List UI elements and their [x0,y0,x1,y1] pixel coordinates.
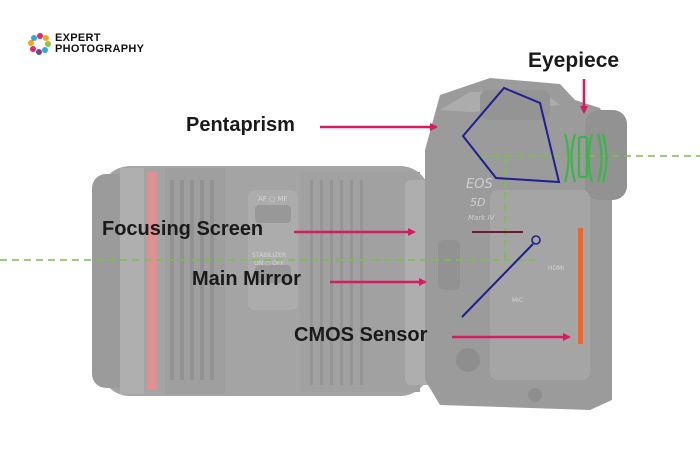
lens-af-text: AF ○ MF [258,195,287,203]
camera-eos-text: EOS [466,177,493,192]
lens-stabilizer-state-text: ON ○ OFF [254,260,284,267]
camera-mic-text: MIC [512,297,523,304]
logo-icon [28,33,51,55]
main-mirror-line [461,243,534,318]
camera-hdmi-text: HDMI [548,265,564,272]
logo-line-1: EXPERT [55,32,101,44]
lens-stabilizer-text: STABILIZER [252,252,286,259]
logo-line-2: PHOTOGRAPHY [55,43,145,55]
eyepiece-lenses [563,133,608,183]
camera-body [92,78,627,410]
camera-mark-text: Mark IV [468,214,496,222]
camera-model-text: 5D [470,196,485,209]
label-pentaprism: Pentaprism [186,114,295,136]
label-eyepiece: Eyepiece [528,49,620,72]
label-cmos-sensor: CMOS Sensor [294,324,428,346]
label-focusing-screen: Focusing Screen [102,218,264,240]
pentaprism-shape [461,86,561,184]
lens-red-ring [147,172,157,390]
cmos-sensor-bar [578,228,583,344]
mirror-pivot [531,235,541,245]
label-main-mirror: Main Mirror [192,268,301,290]
